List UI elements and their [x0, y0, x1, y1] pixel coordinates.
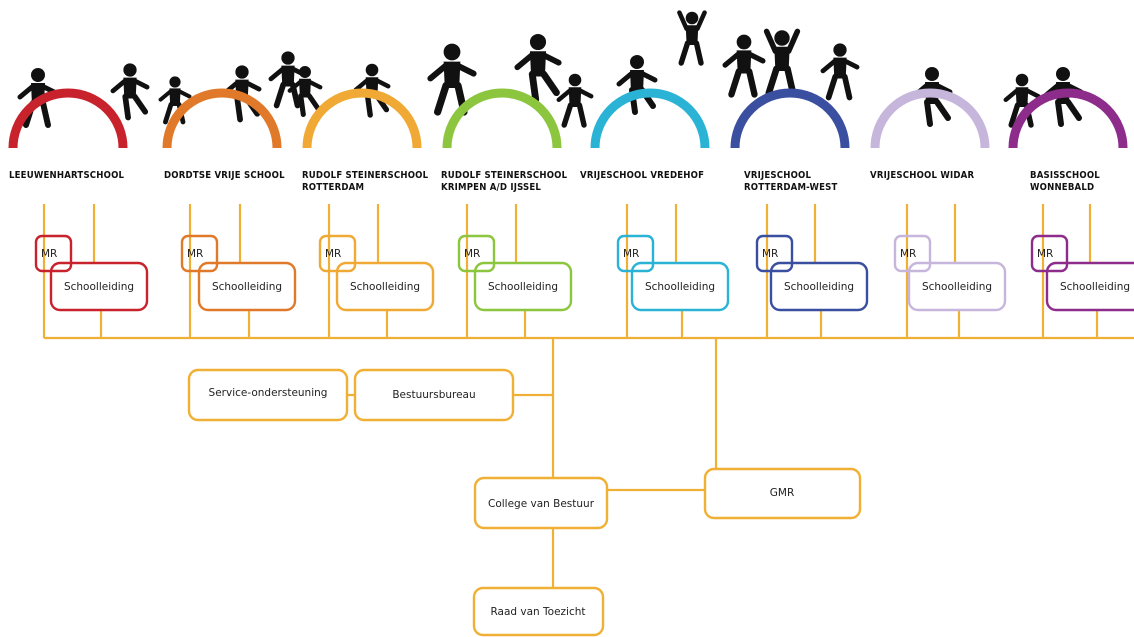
school-name-line: VRIJESCHOOL VREDEHOF [580, 170, 704, 181]
service-label: Service-ondersteuning [209, 387, 328, 399]
children-silhouettes [17, 10, 1084, 128]
arch-school-2 [162, 88, 282, 149]
arch-school-7 [870, 88, 990, 149]
arch-school-8 [1008, 88, 1128, 149]
service-box: Service-ondersteuning [187, 368, 349, 422]
mr-label: MR [464, 248, 480, 260]
bestuursbureau-label: Bestuursbureau [392, 389, 475, 401]
schoolleiding-label: Schoolleiding [784, 281, 854, 293]
school-name-line: LEEUWENHARTSCHOOL [9, 170, 125, 181]
school-unit-3: Schoolleiding MR [318, 234, 435, 312]
schoolleiding-label: Schoolleiding [212, 281, 282, 293]
school-units: SchoolleidingMRSchoolleidingMRSchoolleid… [34, 234, 1134, 312]
mr-label: MR [762, 248, 778, 260]
mr-box: MR [318, 234, 357, 273]
schoolleiding-label: Schoolleiding [488, 281, 558, 293]
school-name-5: VRIJESCHOOL VREDEHOF [580, 170, 704, 181]
schoolleiding-box: Schoolleiding [769, 261, 869, 312]
mr-label: MR [1037, 248, 1053, 260]
child-silhouette-2 [110, 63, 150, 121]
schoolleiding-box: Schoolleiding [473, 261, 573, 312]
arch-school-1 [8, 88, 128, 149]
child-silhouette-3 [158, 76, 192, 125]
school-name-line: VRIJESCHOOL [744, 170, 812, 181]
child-silhouette-15 [820, 43, 860, 101]
schoolleiding-box: Schoolleiding [1045, 261, 1134, 312]
school-name-line: VRIJESCHOOL WIDAR [870, 170, 974, 181]
mr-box: MR [755, 234, 794, 273]
school-arches [8, 88, 1128, 149]
school-unit-1: Schoolleiding MR [34, 234, 149, 312]
child-silhouette-12 [677, 10, 707, 66]
schoolleiding-label: Schoolleiding [1060, 281, 1130, 293]
school-labels: LEEUWENHARTSCHOOL DORDTSE VRIJE SCHOOL RUD… [9, 170, 1100, 193]
schoolleiding-box: Schoolleiding [197, 261, 297, 312]
school-unit-4: Schoolleiding MR [457, 234, 573, 312]
mr-label: MR [187, 248, 203, 260]
school-name-line: RUDOLF STEINERSCHOOL [441, 170, 568, 181]
mr-box: MR [34, 234, 73, 273]
school-unit-2: Schoolleiding MR [180, 234, 297, 312]
mr-label: MR [41, 248, 57, 260]
schoolleiding-label: Schoolleiding [922, 281, 992, 293]
mr-box: MR [893, 234, 932, 273]
mr-label: MR [900, 248, 916, 260]
school-name-line: KRIMPEN A/D IJSSEL [441, 182, 541, 193]
mr-box: MR [180, 234, 219, 273]
college-box: College van Bestuur [473, 476, 609, 530]
gmr-box: GMR [703, 467, 862, 520]
school-unit-7: Schoolleiding MR [893, 234, 1007, 312]
arch-school-3 [302, 88, 422, 149]
bestuursbureau-box: Bestuursbureau [353, 368, 515, 422]
school-name-line: WONNEBALD [1030, 182, 1094, 193]
raad-box: Raad van Toezicht [472, 586, 605, 637]
school-name-7: VRIJESCHOOL WIDAR [870, 170, 974, 181]
schoolleiding-label: Schoolleiding [350, 281, 420, 293]
child-silhouette-13 [722, 34, 766, 98]
schoolleiding-box: Schoolleiding [907, 261, 1007, 312]
school-name-1: LEEUWENHARTSCHOOL [9, 170, 125, 181]
mr-label: MR [325, 248, 341, 260]
arch-school-5 [590, 88, 710, 149]
arch-school-6 [730, 88, 850, 149]
child-silhouette-10 [556, 73, 594, 128]
mr-box: MR [457, 234, 496, 273]
school-unit-6: Schoolleiding MR [755, 234, 869, 312]
child-silhouette-6 [287, 66, 323, 118]
schoolleiding-box: Schoolleiding [49, 261, 149, 312]
school-name-line: RUDOLF STEINERSCHOOL [302, 170, 429, 181]
raad-label: Raad van Toezicht [490, 606, 585, 618]
school-name-line: BASISSCHOOL [1030, 170, 1100, 181]
child-silhouette-17 [1003, 73, 1041, 128]
school-name-line: DORDTSE VRIJE SCHOOL [164, 170, 285, 181]
mr-label: MR [623, 248, 639, 260]
college-label: College van Bestuur [488, 498, 595, 510]
child-silhouette-14 [763, 28, 801, 97]
child-silhouette-9 [514, 33, 562, 103]
school-unit-8: Schoolleiding MR [1030, 234, 1134, 312]
school-name-2: DORDTSE VRIJE SCHOOL [164, 170, 285, 181]
school-name-line: ROTTERDAM-WEST [744, 182, 838, 193]
school-unit-5: Schoolleiding MR [616, 234, 730, 312]
mr-box: MR [616, 234, 655, 273]
schoolleiding-label: Schoolleiding [645, 281, 715, 293]
schoolleiding-box: Schoolleiding [630, 261, 730, 312]
schoolleiding-box: Schoolleiding [335, 261, 435, 312]
mr-box: MR [1030, 234, 1069, 273]
arch-school-4 [442, 88, 562, 149]
gmr-label: GMR [770, 487, 795, 499]
schoolleiding-label: Schoolleiding [64, 281, 134, 293]
school-name-line: ROTTERDAM [302, 182, 364, 193]
